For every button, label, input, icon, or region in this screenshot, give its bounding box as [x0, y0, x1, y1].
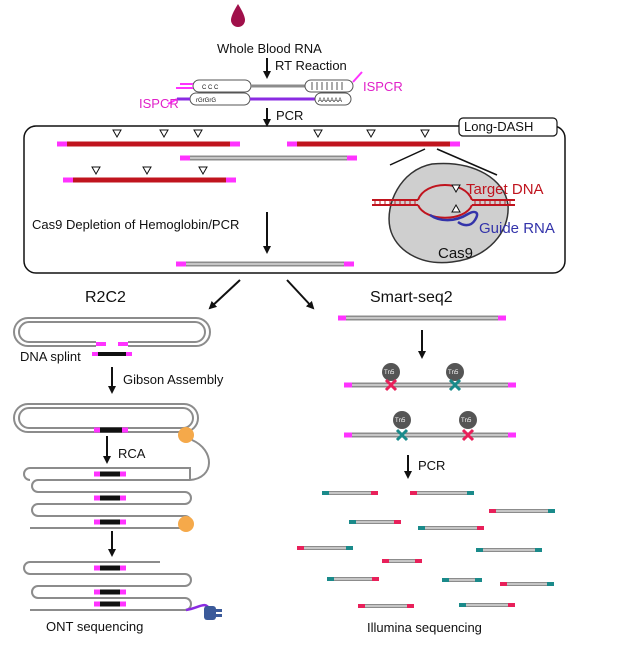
- gibson-assembly-label: Gibson Assembly: [123, 372, 224, 387]
- svg-text:Tn5: Tn5: [461, 418, 472, 424]
- svg-text:rGrGrG: rGrGrG: [196, 98, 216, 104]
- svg-text:Tn5: Tn5: [395, 418, 406, 424]
- illumina-fragments: [297, 491, 555, 608]
- guide-rna-label: Guide RNA: [479, 220, 555, 237]
- arrow-to-r2c2: [208, 279, 241, 310]
- cas9-depletion-label: Cas9 Depletion of Hemoglobin/PCR: [32, 217, 239, 232]
- ispcr-right-label: ISPCR: [363, 79, 403, 94]
- tagmented-amplicon-1: Tn5 Tn5: [344, 363, 516, 392]
- polymerase-icon: [178, 427, 194, 443]
- rca-splint-marks: [94, 471, 126, 525]
- linear-concatemer-template: [13, 317, 211, 350]
- dna-splint-label: DNA splint: [20, 349, 81, 364]
- rt-reaction-label: RT Reaction: [275, 58, 347, 73]
- target-dna: [372, 184, 515, 219]
- nanopore-icon: [204, 606, 222, 620]
- ont-sequencing-label: ONT sequencing: [46, 619, 143, 634]
- ont-read: [23, 561, 192, 611]
- r2c2-label: R2C2: [85, 289, 126, 306]
- arrow-to-smartseq2: [286, 279, 315, 310]
- cut-site-markers: [91, 129, 430, 176]
- ispcr-left-label: ISPCR: [139, 96, 179, 111]
- cas9-protein: [388, 162, 509, 264]
- blood-drop-icon: [231, 4, 245, 27]
- guide-rna: [429, 210, 479, 227]
- circularized-template: [13, 403, 210, 481]
- whole-blood-rna-label: Whole Blood RNA: [217, 41, 322, 56]
- long-dash-label: Long-DASH: [464, 119, 533, 134]
- long-dash-box: [23, 125, 566, 274]
- pcr-top-label: PCR: [276, 108, 303, 123]
- polymerase-icon-2: [178, 516, 194, 532]
- illumina-sequencing-label: Illumina sequencing: [367, 620, 482, 635]
- cas9-label: Cas9: [438, 245, 473, 262]
- hemoglobin-amplicons: [57, 141, 460, 183]
- svg-text:Tn5: Tn5: [448, 370, 459, 376]
- pcr-right-label: PCR: [418, 458, 445, 473]
- tagmented-amplicon-2: Tn5 Tn5: [344, 411, 516, 442]
- cdna-construct: C C C rGrGrG AAAAAA: [167, 71, 363, 106]
- svg-text:C C C: C C C: [202, 85, 219, 91]
- smart-seq2-label: Smart-seq2: [370, 289, 453, 306]
- ont-splint-marks: [94, 565, 126, 607]
- svg-text:AAAAAA: AAAAAA: [318, 98, 342, 104]
- target-dna-label: Target DNA: [466, 181, 544, 198]
- rca-label: RCA: [118, 446, 146, 461]
- svg-text:Tn5: Tn5: [384, 370, 395, 376]
